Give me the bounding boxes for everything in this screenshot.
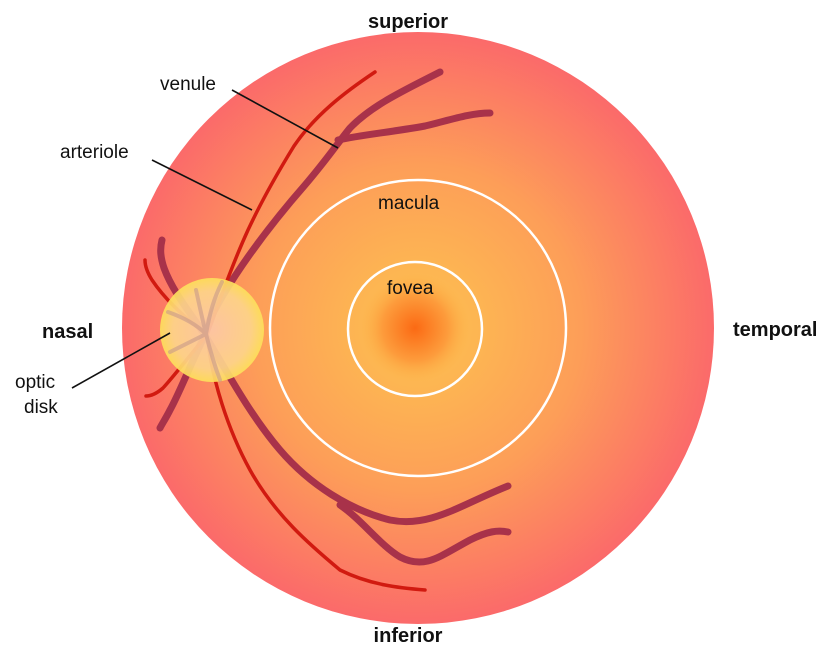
label-temporal: temporal	[733, 319, 817, 341]
label-inferior: inferior	[374, 625, 443, 645]
label-optic-disk-line1: optic	[15, 372, 55, 393]
optic-disk	[160, 278, 264, 382]
label-venule: venule	[160, 74, 216, 95]
label-nasal: nasal	[42, 321, 93, 343]
label-macula: macula	[378, 193, 440, 214]
label-superior: superior	[368, 11, 448, 33]
label-fovea: fovea	[387, 278, 434, 299]
label-arteriole: arteriole	[60, 142, 129, 163]
label-optic-disk-line2: disk	[24, 397, 58, 418]
